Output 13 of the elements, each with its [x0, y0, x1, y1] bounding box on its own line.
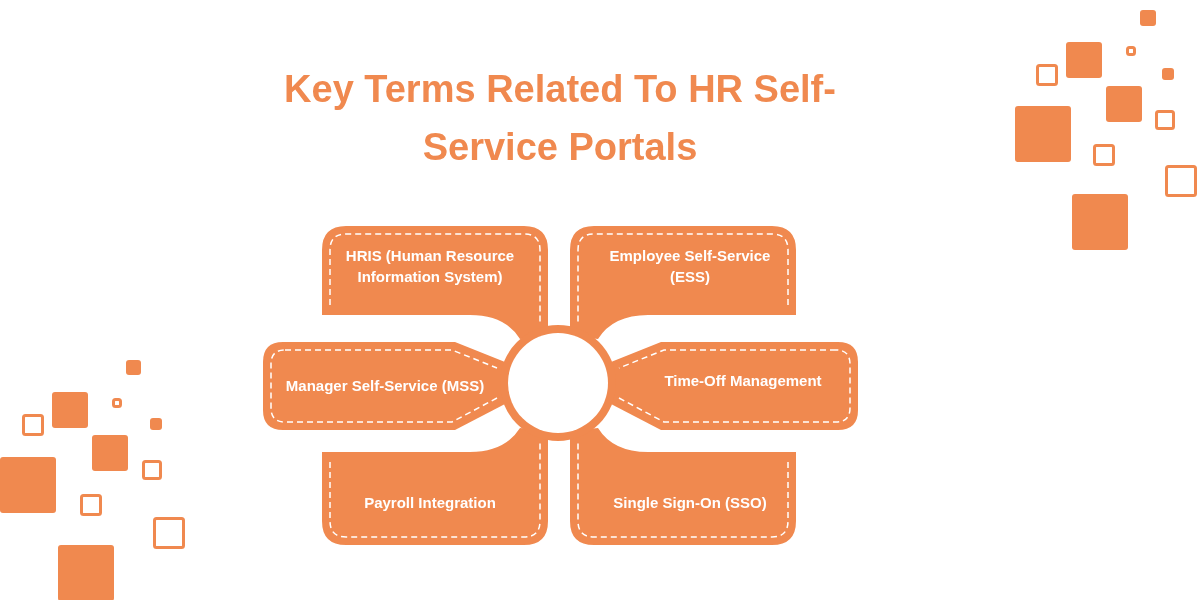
- term-card: [322, 427, 548, 545]
- term-label: Time-Off Management: [664, 370, 822, 391]
- term-label: Single Sign-On (SSO): [613, 492, 767, 513]
- term-card: [570, 226, 796, 340]
- title: Key Terms Related To HR Self-Service Portals: [283, 67, 837, 170]
- term-card: [263, 342, 505, 430]
- term-card: [570, 427, 796, 545]
- term-label: HRIS (Human Resource Information System): [344, 246, 516, 287]
- term-card: [322, 226, 548, 340]
- term-label: Manager Self-Service (MSS): [285, 375, 485, 396]
- term-card: [611, 342, 858, 430]
- term-label: Employee Self-Service (ESS): [608, 246, 772, 287]
- term-label: Payroll Integration: [364, 492, 496, 513]
